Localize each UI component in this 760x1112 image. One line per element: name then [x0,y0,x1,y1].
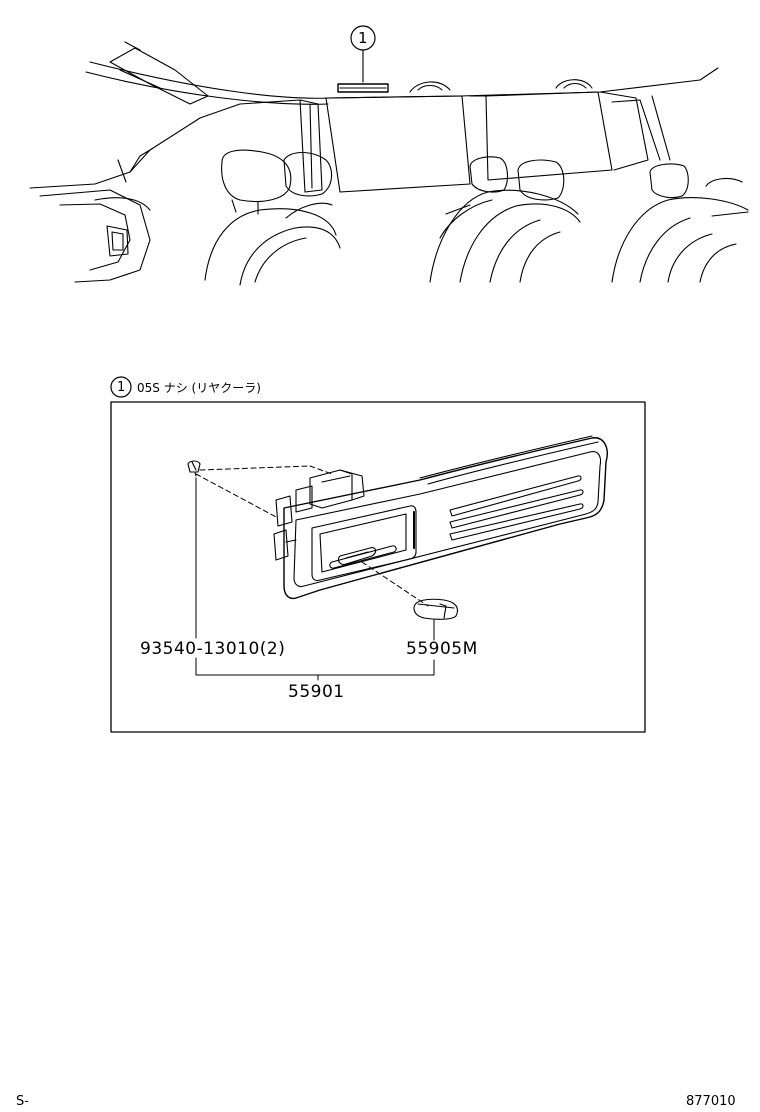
part-number-knob: 55905M [406,639,478,659]
leader-lines [195,477,435,681]
screw-icon [187,460,201,477]
vent-panel-assembly [273,435,608,600]
part-number-screw: 93540-13010(2) [140,639,286,659]
vehicle-interior-illustration [29,41,749,286]
callout-1-section [110,376,132,398]
callout-1-section-label: 1 [117,380,126,395]
footer-diagram-number: 877010 [686,1094,736,1109]
detail-frame [110,401,646,733]
part-number-assembly: 55901 [288,682,345,702]
knob-part-icon [413,598,459,620]
footer-left-code: S- [16,1094,29,1109]
section-note: 05S ナシ (リヤクーラ) [137,381,261,395]
callout-1-top-label: 1 [358,29,368,47]
guide-lines [195,465,429,607]
callout-1-top [350,25,376,83]
